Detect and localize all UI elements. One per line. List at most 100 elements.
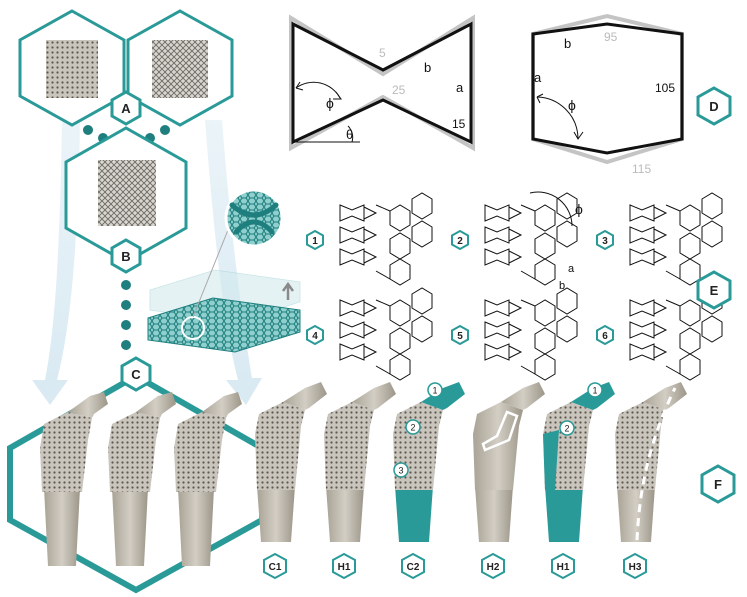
hexagon-cell xyxy=(389,232,411,260)
stem-body xyxy=(473,402,523,490)
reentrant-cell xyxy=(484,248,510,266)
stem-neck xyxy=(202,392,242,418)
region-number: 1 xyxy=(432,386,437,396)
label-b: b xyxy=(424,60,431,75)
reentrant-cell xyxy=(484,204,510,222)
design-code-badge xyxy=(551,552,575,580)
design-code-label: H2 xyxy=(487,562,500,573)
triangle-cell xyxy=(653,206,668,220)
hexagon-cell xyxy=(389,299,411,327)
design-code-label: H1 xyxy=(338,562,351,573)
variant-number: 4 xyxy=(312,331,318,342)
hexagon-cell xyxy=(534,232,556,260)
triangle-cell xyxy=(508,250,523,264)
panel-badge-d xyxy=(696,86,732,126)
lattice-slab xyxy=(147,297,301,353)
region-number: 3 xyxy=(398,466,403,476)
triangle-cell xyxy=(508,345,523,359)
variant-badge xyxy=(306,229,324,251)
reentrant-cell-diagram: ϕ θ b a 15 5 25 xyxy=(289,14,475,152)
stem-body xyxy=(615,402,665,490)
design-code-badge xyxy=(481,552,505,580)
triangle-cell xyxy=(653,228,668,242)
hexagon-cell-diagram: ϕ b a 105 95 115 xyxy=(531,13,684,176)
hexagon-cell xyxy=(389,204,411,232)
stem-neck xyxy=(136,392,176,418)
cell-link xyxy=(665,204,681,280)
design-code-badge xyxy=(623,552,647,580)
label-a: a xyxy=(534,70,542,85)
reentrant-cell xyxy=(629,343,655,361)
label-b: b xyxy=(559,280,565,292)
phi-arrowhead xyxy=(573,131,584,140)
stem-distal xyxy=(617,486,655,542)
hexagon-cell xyxy=(534,258,556,286)
variant-2-annotations: ϕ a b xyxy=(529,191,583,292)
stem-distal xyxy=(545,486,583,542)
design-code-badge xyxy=(401,552,425,580)
hexagon-cell xyxy=(701,192,723,220)
stem-neck xyxy=(501,382,545,410)
stem-neck xyxy=(352,382,396,410)
panel-badge-c xyxy=(120,356,152,392)
hexagon-cell xyxy=(411,192,433,220)
panel-b-group: B xyxy=(64,126,188,350)
implant-design: C1 xyxy=(255,382,327,580)
dot xyxy=(121,320,131,330)
panel-label-e: E xyxy=(710,283,719,298)
stem-distal xyxy=(257,486,295,542)
lattice-slab-illustration xyxy=(147,188,301,353)
implant-design: H1 xyxy=(324,382,396,580)
panel-c-implants xyxy=(40,392,242,566)
dot xyxy=(121,280,131,290)
reentrant-cell xyxy=(629,204,655,222)
triangle-cell xyxy=(653,250,668,264)
stem-distal xyxy=(395,486,433,542)
triangle-cell xyxy=(508,323,523,337)
region-outline xyxy=(481,410,519,452)
lattice-variant: 4 xyxy=(306,287,433,381)
dot xyxy=(160,125,170,135)
panel-a-group: A xyxy=(18,9,262,405)
hexagon-cell xyxy=(534,327,556,355)
lattice-variant: 3 xyxy=(596,192,723,286)
cell-link xyxy=(665,299,681,375)
stem-neck xyxy=(68,392,108,418)
reentrant-cell xyxy=(339,299,365,317)
variant-number: 6 xyxy=(602,331,608,342)
hexagon-cell xyxy=(679,327,701,355)
hexagon-cell xyxy=(534,353,556,381)
dashed-path xyxy=(635,387,677,541)
triangle-cell xyxy=(363,206,378,220)
stem-lattice xyxy=(174,412,226,492)
triangle-cell xyxy=(653,323,668,337)
region-badge xyxy=(427,382,443,398)
hexagon-cell xyxy=(701,315,723,343)
design-code-label: C1 xyxy=(269,562,282,573)
stem-distal xyxy=(44,488,80,566)
phi-arc xyxy=(536,96,579,139)
dot xyxy=(83,125,93,135)
label-a: a xyxy=(456,80,464,95)
hexagon-cell xyxy=(411,315,433,343)
panel-label-b: B xyxy=(121,249,130,264)
label-phi: ϕ xyxy=(326,95,334,111)
design-code-badge xyxy=(332,552,356,580)
variant-badge xyxy=(596,324,614,346)
stem-lattice xyxy=(40,412,92,492)
triangle-cell xyxy=(653,301,668,315)
hexagon-cell xyxy=(679,232,701,260)
zoom-line xyxy=(192,219,233,318)
cell-link xyxy=(520,204,536,280)
stem-lattice xyxy=(108,412,160,492)
variant-number: 3 xyxy=(602,236,608,247)
implant-design: H2 xyxy=(473,382,545,580)
hexagon-outline xyxy=(531,22,684,155)
value-105: 105 xyxy=(655,81,675,95)
hexagon-cell xyxy=(411,220,433,248)
panel-f-badge-group: F xyxy=(700,464,736,504)
variant-number: 1 xyxy=(312,236,318,247)
region-number: 2 xyxy=(410,423,415,433)
